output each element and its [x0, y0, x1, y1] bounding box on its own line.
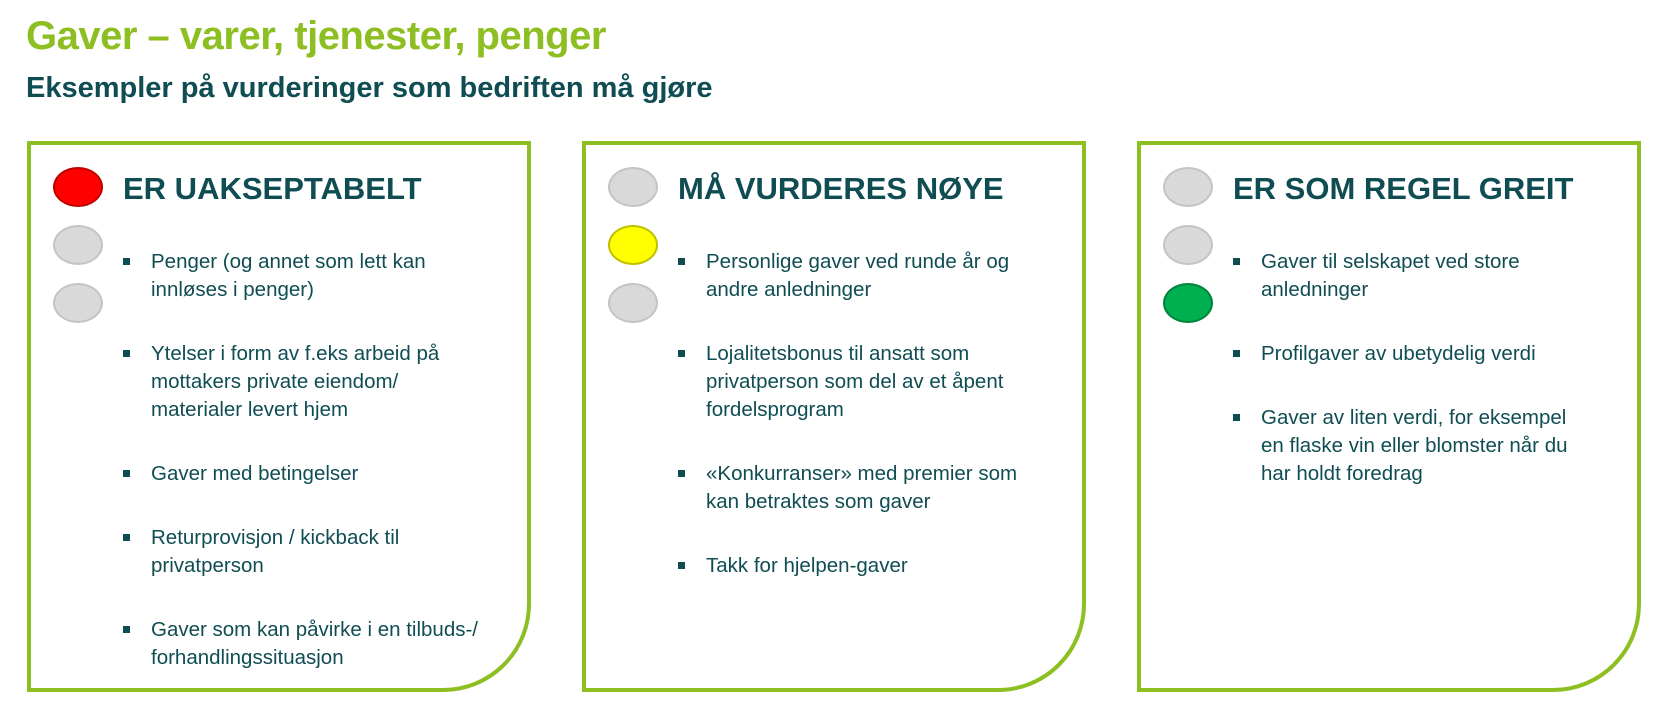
list-item-text: Penger (og annet som lett kan innløses i…: [151, 250, 426, 301]
card-heading: ER UAKSEPTABELT: [123, 171, 422, 206]
list-item: Gaver som kan påvirke i en tilbuds-/ for…: [123, 616, 478, 672]
card-assess-carefully: MÅ VURDERES NØYE Personlige gaver ved ru…: [582, 141, 1086, 692]
list-item-text: Gaver som kan påvirke i en tilbuds-/ for…: [151, 618, 478, 669]
list-item: Ytelser i form av f.eks arbeid på mottak…: [123, 340, 478, 424]
item-list: Penger (og annet som lett kan innløses i…: [123, 248, 478, 672]
list-item-text: Gaver av liten verdi, for eksempel en fl…: [1261, 406, 1568, 485]
list-item: Profilgaver av ubetydelig verdi: [1233, 340, 1588, 368]
list-item-text: Personlige gaver ved runde år og andre a…: [706, 250, 1010, 301]
list-item-text: Takk for hjelpen-gaver: [706, 554, 908, 577]
card-generally-ok: ER SOM REGEL GREIT Gaver til selskapet v…: [1137, 141, 1641, 692]
traffic-light-red-icon: [53, 167, 103, 207]
square-bullet-icon: [123, 534, 130, 541]
list-item-text: Ytelser i form av f.eks arbeid på mottak…: [151, 342, 440, 421]
square-bullet-icon: [1233, 258, 1240, 265]
traffic-light-red-icon: [608, 167, 658, 207]
list-item-text: Returprovisjon / kickback til privatpers…: [151, 526, 400, 577]
traffic-light-green-icon: [608, 283, 658, 323]
traffic-light-red-icon: [1163, 167, 1213, 207]
list-item: Gaver til selskapet ved store anledninge…: [1233, 248, 1588, 304]
card-heading: ER SOM REGEL GREIT: [1233, 171, 1574, 206]
list-item-text: Profilgaver av ubetydelig verdi: [1261, 342, 1536, 365]
list-item: Penger (og annet som lett kan innløses i…: [123, 248, 478, 304]
list-item: Lojalitetsbonus til ansatt som privatper…: [678, 340, 1033, 424]
list-item-text: Gaver med betingelser: [151, 462, 359, 485]
square-bullet-icon: [678, 470, 685, 477]
item-list: Personlige gaver ved runde år og andre a…: [678, 248, 1033, 580]
square-bullet-icon: [123, 626, 130, 633]
list-item: Gaver med betingelser: [123, 460, 478, 488]
traffic-light-green-icon: [1163, 283, 1213, 323]
square-bullet-icon: [1233, 414, 1240, 421]
card-unacceptable: ER UAKSEPTABELT Penger (og annet som let…: [27, 141, 531, 692]
square-bullet-icon: [123, 350, 130, 357]
list-item-text: Lojalitetsbonus til ansatt som privatper…: [706, 342, 1004, 421]
square-bullet-icon: [123, 470, 130, 477]
list-item-text: «Konkurranser» med premier som kan betra…: [706, 462, 1018, 513]
square-bullet-icon: [1233, 350, 1240, 357]
traffic-light-yellow-icon: [608, 225, 658, 265]
item-list: Gaver til selskapet ved store anledninge…: [1233, 248, 1588, 488]
square-bullet-icon: [678, 258, 685, 265]
square-bullet-icon: [123, 258, 130, 265]
square-bullet-icon: [678, 562, 685, 569]
square-bullet-icon: [678, 350, 685, 357]
list-item: Gaver av liten verdi, for eksempel en fl…: [1233, 404, 1588, 488]
list-item: Takk for hjelpen-gaver: [678, 552, 1033, 580]
page-subtitle: Eksempler på vurderinger som bedriften m…: [26, 72, 713, 104]
traffic-light-green-icon: [53, 283, 103, 323]
card-heading: MÅ VURDERES NØYE: [678, 171, 1004, 206]
list-item: «Konkurranser» med premier som kan betra…: [678, 460, 1033, 516]
list-item: Returprovisjon / kickback til privatpers…: [123, 524, 478, 580]
traffic-light-yellow-icon: [1163, 225, 1213, 265]
list-item-text: Gaver til selskapet ved store anledninge…: [1261, 250, 1520, 301]
page-title: Gaver – varer, tjenester, penger: [26, 14, 606, 58]
traffic-light-yellow-icon: [53, 225, 103, 265]
list-item: Personlige gaver ved runde år og andre a…: [678, 248, 1033, 304]
